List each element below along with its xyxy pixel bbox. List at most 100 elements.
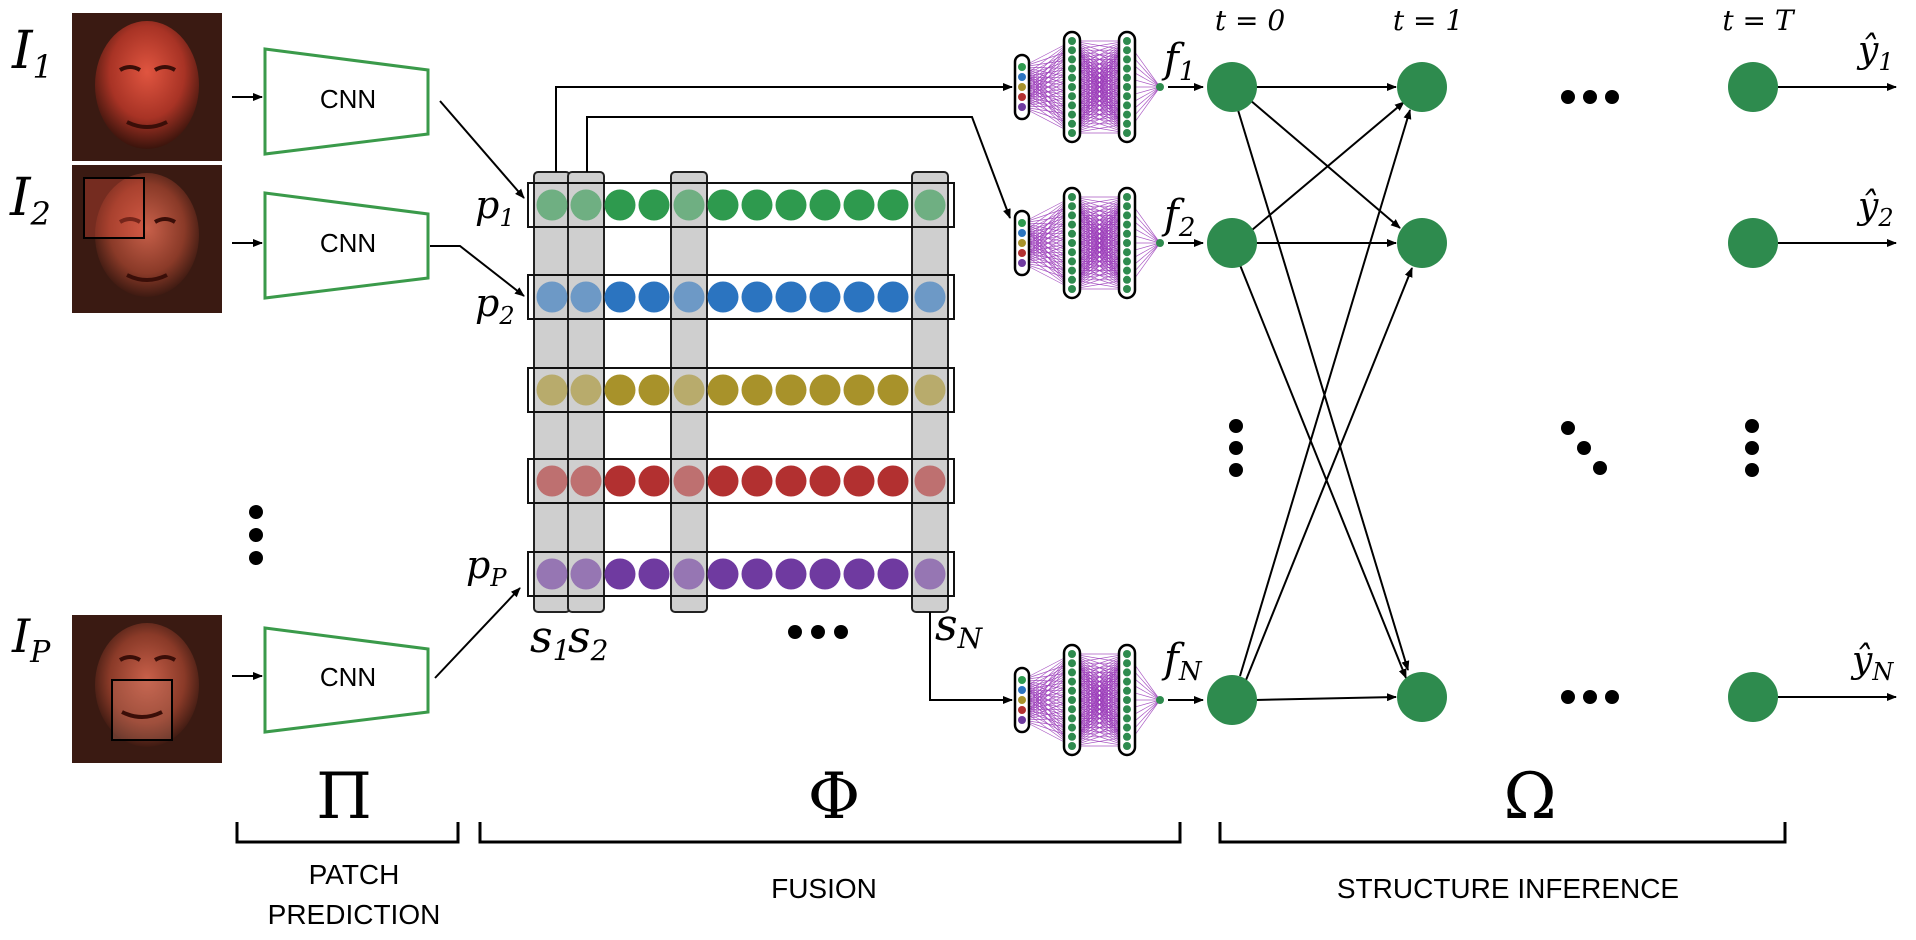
patch-feature-dot [570,558,602,590]
node-t1-n [1397,672,1447,722]
inference-edges [1237,83,1897,702]
patch-feature-dot [809,558,841,590]
input-label-2: I2 [9,168,51,233]
patch-label-p: pP [466,543,507,592]
patch-feature-dot [604,281,636,313]
mlp-node [1123,92,1131,101]
mlp-node [1123,193,1131,201]
patch-box-2 [83,177,145,239]
patch-row-box [527,458,955,504]
patch-feature-dot [536,374,568,406]
mlp-node [1123,202,1131,211]
patch-feature-dot [570,374,602,406]
mlp-node [1068,266,1076,275]
mlp-node [1123,723,1131,732]
patch-feature-dot [843,558,875,590]
patch-feature-dot [914,281,946,313]
mlp-node [1123,659,1131,668]
mlp-node [1068,220,1076,229]
patch-feature-dot [536,281,568,313]
mlp-edges [1021,196,1161,290]
mlp-input-node [1018,93,1026,101]
mlp-node [1068,101,1076,110]
mlp-node [1068,659,1076,668]
node-t1-2 [1397,218,1447,268]
mlp-output-node [1156,696,1164,704]
feature-label-1: f1 [1161,36,1195,87]
mlp-input-node [1018,73,1026,81]
patch-feature-dot [570,281,602,313]
patch-feature-dot [604,374,636,406]
bracket-fusion [478,822,1182,844]
mlp-input-node [1018,259,1026,267]
node-tT-n [1728,672,1778,722]
patch-feature-dot [673,558,705,590]
mlp-node [1068,275,1076,284]
patch-feature-dot [843,189,875,221]
patch-feature-dot [570,189,602,221]
patch-feature-dot [843,374,875,406]
patch-feature-dot [604,189,636,221]
mlp-n [1013,643,1164,757]
mlp-input-node [1018,249,1026,257]
mlp-input-node [1018,103,1026,111]
patch-feature-dot [809,281,841,313]
node-t1-1 [1397,62,1447,112]
input-image-2 [72,165,222,313]
patch-feature-dot [775,281,807,313]
mlp-node [1068,55,1076,64]
slice-label-2: s2 [568,612,608,667]
cnn-2: CNN [232,191,430,300]
mlp-node [1068,46,1076,55]
mlp-2 [1013,186,1164,300]
slice-label-n: sN [935,600,984,655]
mlp-node [1123,686,1131,695]
mlp-node [1123,101,1131,110]
patch-feature-dot [877,465,909,497]
bracket-structure-inference [1218,822,1787,844]
time-label-1: t = 1 [1393,4,1463,37]
patch-rows [527,182,955,597]
caption-prediction: PREDICTION [268,899,441,930]
mlp-node [1123,257,1131,266]
patch-feature-dot [809,189,841,221]
mlp-node [1123,220,1131,229]
input-image-p [72,615,222,763]
mlp-node [1123,37,1131,45]
mlp-node [1123,705,1131,714]
arrow-cnnp-pp [434,587,521,679]
mlp-edges [1021,653,1161,747]
mlp-node [1123,239,1131,247]
mlp-node [1123,211,1131,220]
stage-symbol-pi: Π [316,760,372,834]
input-label-1: I1 [11,21,53,86]
cnn-label: CNN [320,84,376,114]
mlp-node [1068,705,1076,714]
mlp-input-node [1018,716,1026,724]
patch-feature-dot [673,281,705,313]
mlp-node [1068,129,1076,137]
mlp-edges [1021,40,1161,134]
patch-feature-dot [741,374,773,406]
patch-feature-dot [877,189,909,221]
arrow-sn-mlpn [929,612,1013,704]
cnn-label: CNN [320,228,376,258]
arrow-cnn2-p2 [430,245,525,297]
mlp-node [1068,732,1076,741]
mlp-input-node [1018,696,1026,704]
mlp-node [1123,714,1131,723]
mlp-node [1068,239,1076,247]
mlp-node [1068,723,1076,732]
patch-feature-dot [638,558,670,590]
mlp-node [1068,73,1076,82]
input-label-p: IP [11,609,51,670]
patch-feature-dot [914,558,946,590]
mlp-node [1068,83,1076,91]
mlp-node [1123,46,1131,55]
mlp-input-node [1018,219,1026,227]
mlp-node [1068,229,1076,238]
feature-label-2: f2 [1161,192,1195,243]
output-label-2: ŷ2 [1856,186,1894,232]
output-label-n: ŷN [1850,640,1894,686]
